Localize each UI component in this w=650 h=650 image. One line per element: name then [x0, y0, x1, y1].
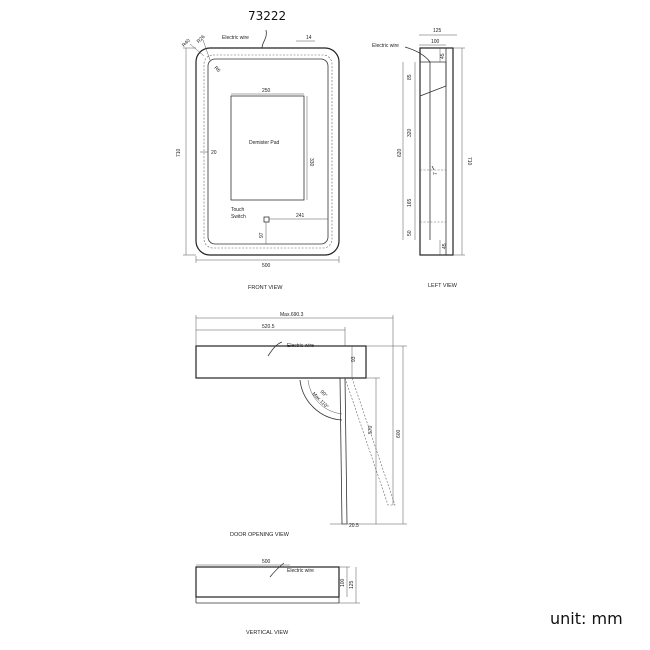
vertical-dim-500: 500 — [262, 559, 271, 565]
dim-710-left-view: 710 — [466, 157, 472, 166]
vertical-electric-wire — [269, 562, 285, 578]
dim-14: 14 — [306, 35, 312, 41]
vertical-view: 500 100 125 Electric wire VERTICAL VIEW — [195, 559, 360, 636]
door-view-cabinet — [195, 345, 367, 379]
corner-r26-label: R26 — [196, 34, 207, 45]
dim-100: 100 — [431, 39, 440, 45]
dim-320: 320 — [407, 128, 413, 137]
corner-r40-label: R40 — [181, 38, 192, 49]
unit-label: unit: mm — [550, 609, 623, 628]
door-view-open-door-hinge — [339, 377, 348, 525]
left-view: 7 125 100 85 320 165 50 620 45 45 710 El… — [372, 28, 472, 289]
door-view-open-door-max — [344, 377, 396, 506]
door-electric-wire — [267, 341, 283, 357]
dim-pad-width: 250 — [262, 88, 271, 94]
model-number: 73222 — [248, 9, 286, 23]
dim-600: 600 — [396, 429, 402, 438]
dim-7: 7 — [433, 172, 439, 175]
touch-switch-label-line2: Switch — [231, 214, 246, 220]
vertical-dim-125: 125 — [349, 580, 355, 589]
vertical-view-body — [195, 566, 340, 598]
dim-620: 620 — [397, 148, 403, 157]
front-electric-wire — [261, 29, 267, 49]
door-view-swing-arc — [299, 379, 343, 421]
door-opening-view-caption: DOOR OPENING VIEW — [230, 532, 290, 538]
left-electric-wire-label: Electric wire — [372, 43, 399, 49]
vertical-dim-100: 100 — [340, 578, 346, 587]
front-view: Demister Pad 250 330 20 710 500 R40 R26 … — [176, 29, 340, 291]
vertical-electric-wire-label: Electric wire — [287, 568, 314, 574]
front-view-led-border — [203, 54, 333, 249]
vertical-view-caption: VERTICAL VIEW — [246, 630, 289, 636]
dim-50: 50 — [407, 230, 413, 236]
angle-90: 90° — [319, 389, 329, 399]
dim-93: 93 — [351, 356, 357, 362]
dim-width-500: 500 — [262, 263, 271, 269]
corner-r6-label: R6 — [213, 65, 222, 74]
dim-pad-height: 330 — [308, 158, 314, 167]
dim-max-690: Max.690.3 — [280, 312, 304, 318]
dim-570: 570 — [368, 425, 374, 434]
dim-85: 85 — [407, 74, 413, 80]
touch-switch-label-line1: Touch — [231, 207, 245, 213]
left-view-top-wedge — [419, 61, 447, 97]
left-electric-wire — [404, 46, 431, 63]
front-electric-wire-label: Electric wire — [222, 35, 249, 41]
dim-20-5: 20.5 — [349, 523, 359, 529]
front-view-caption: FRONT VIEW — [248, 285, 283, 291]
front-view-mirror-outline — [207, 58, 329, 245]
demister-pad-label: Demister Pad — [249, 140, 280, 146]
dim-125: 125 — [433, 28, 442, 34]
dim-20: 20 — [211, 150, 217, 156]
dim-520-5: 520.5 — [262, 324, 275, 330]
dim-165: 165 — [407, 198, 413, 207]
dim-45-top: 45 — [440, 53, 446, 59]
door-electric-wire-label: Electric wire — [287, 343, 314, 349]
front-view-cabinet-outline — [195, 47, 340, 256]
dim-45-bottom: 45 — [442, 243, 448, 249]
dim-height-710: 710 — [176, 148, 182, 157]
dim-241: 241 — [296, 213, 305, 219]
door-opening-view: 90° Max.110° Max.690.3 520.5 93 570 600 … — [195, 312, 407, 538]
touch-switch — [263, 216, 270, 223]
left-view-caption: LEFT VIEW — [428, 283, 458, 289]
demister-pad — [230, 95, 305, 201]
dim-97: 97 — [259, 232, 265, 238]
left-view-body — [419, 47, 454, 256]
